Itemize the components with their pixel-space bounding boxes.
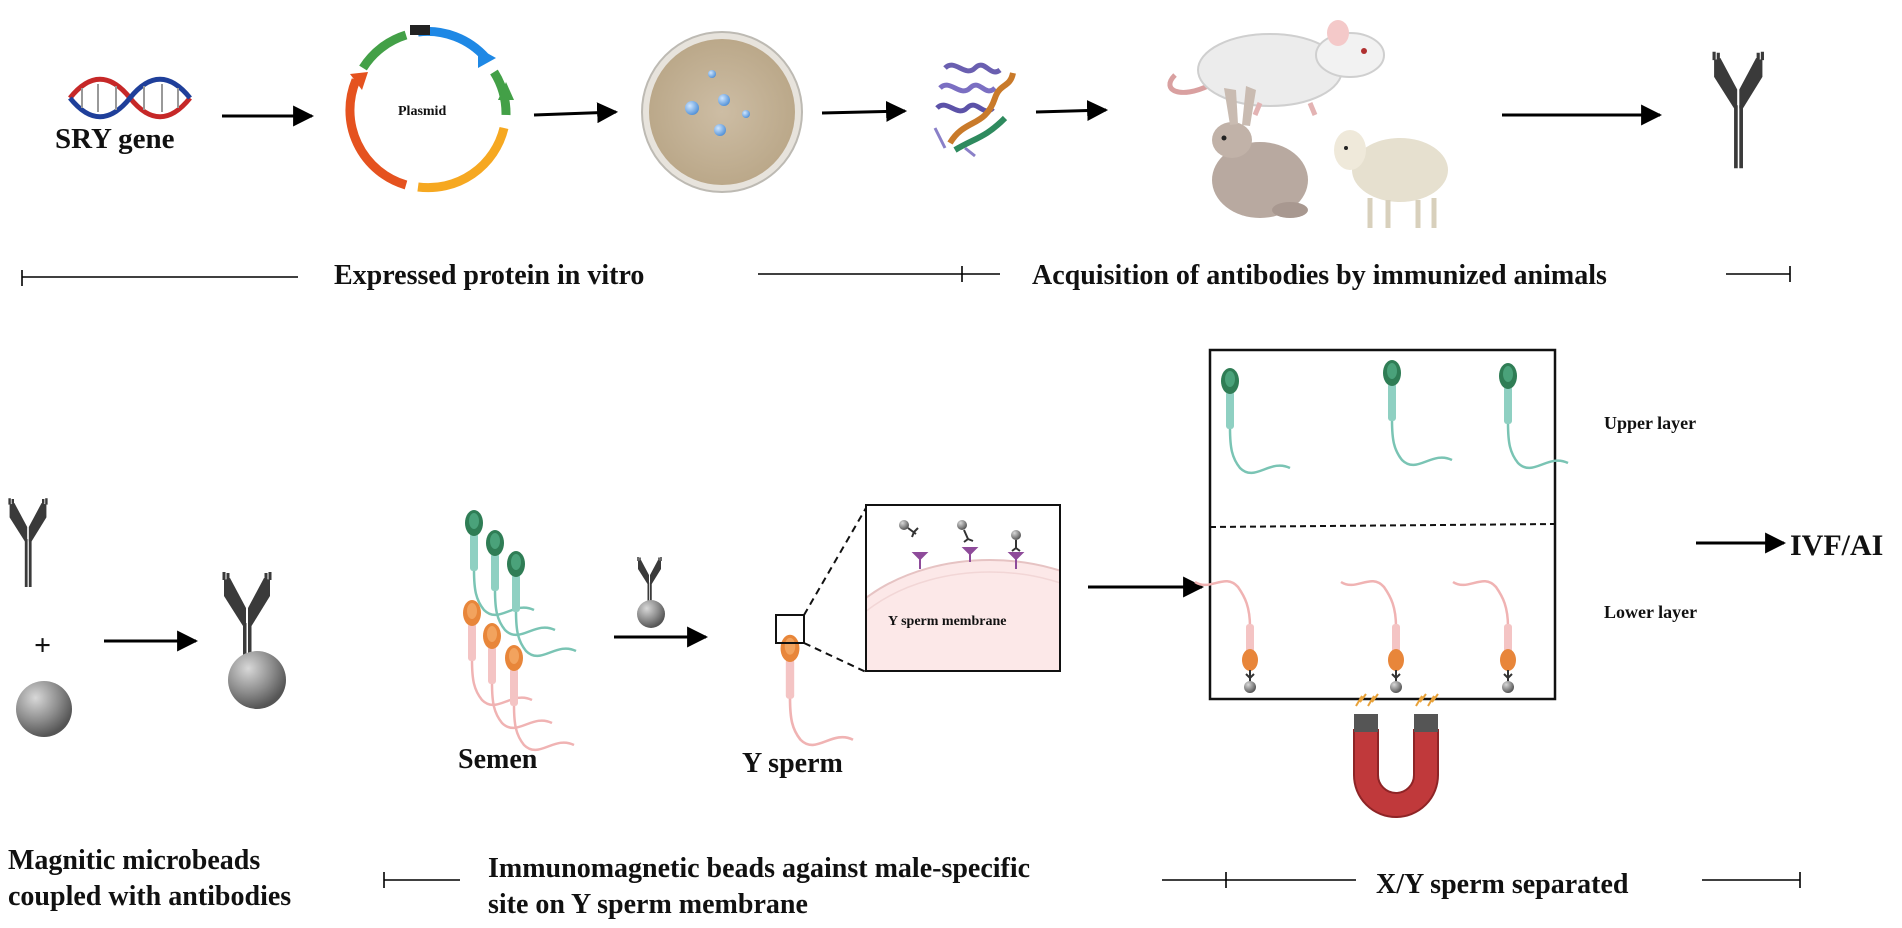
antibody-bead-conjugate-icon xyxy=(899,520,1021,552)
plasmid-label: Plasmid xyxy=(398,104,446,119)
section-bar-bottom xyxy=(383,872,1801,888)
antibody-bead-conjugate-icon xyxy=(222,570,286,709)
semen-label: Semen xyxy=(458,744,538,775)
acquisition-label: Acquisition of antibodies by immunized a… xyxy=(1032,260,1607,291)
ivf-ai-label: IVF/AI xyxy=(1790,529,1883,562)
membrane-inset xyxy=(865,504,1061,672)
sheep-icon xyxy=(1334,130,1448,228)
immunomagnetic-label-line2: site on Y sperm membrane xyxy=(488,889,808,920)
rat-icon xyxy=(1167,20,1385,116)
protein-structure-icon xyxy=(933,62,1016,158)
upper-layer-label: Upper layer xyxy=(1604,413,1696,433)
magnetic-beads-label-line2: coupled with antibodies xyxy=(8,881,291,912)
immunomagnetic-label-line1: Immunomagnetic beads against male-specif… xyxy=(488,853,1030,884)
arrow xyxy=(533,102,619,124)
zoom-line xyxy=(803,507,867,616)
antibody-bead-conjugate-icon xyxy=(637,556,665,628)
arrow xyxy=(1035,100,1109,122)
section-bar-top xyxy=(21,266,1791,286)
arrow xyxy=(821,100,908,122)
microbead-icon xyxy=(16,681,72,737)
petri-dish-icon xyxy=(641,31,803,193)
lower-layer-label: Lower layer xyxy=(1604,602,1697,622)
y-sperm-label: Y sperm xyxy=(742,748,843,779)
antibody-icon xyxy=(1712,50,1764,170)
plasmid-icon xyxy=(345,25,514,193)
sry-gene-label: SRY gene xyxy=(55,123,175,155)
y-sperm-icon xyxy=(775,614,855,747)
plus-sign: + xyxy=(34,629,51,662)
antibody-icon xyxy=(8,497,48,589)
zoom-line xyxy=(803,642,867,673)
y-sperm-membrane-label: Y sperm membrane xyxy=(888,614,1006,629)
magnetic-beads-label-line1: Magnitic microbeads xyxy=(8,845,260,876)
rabbit-icon xyxy=(1212,86,1308,218)
expressed-protein-label: Expressed protein in vitro xyxy=(334,260,644,291)
dna-helix-icon xyxy=(68,76,192,120)
separated-label: X/Y sperm separated xyxy=(1376,869,1629,900)
magnet-icon xyxy=(1353,693,1439,818)
semen-sperm-cluster xyxy=(461,508,578,752)
separation-chamber xyxy=(1208,348,1557,701)
